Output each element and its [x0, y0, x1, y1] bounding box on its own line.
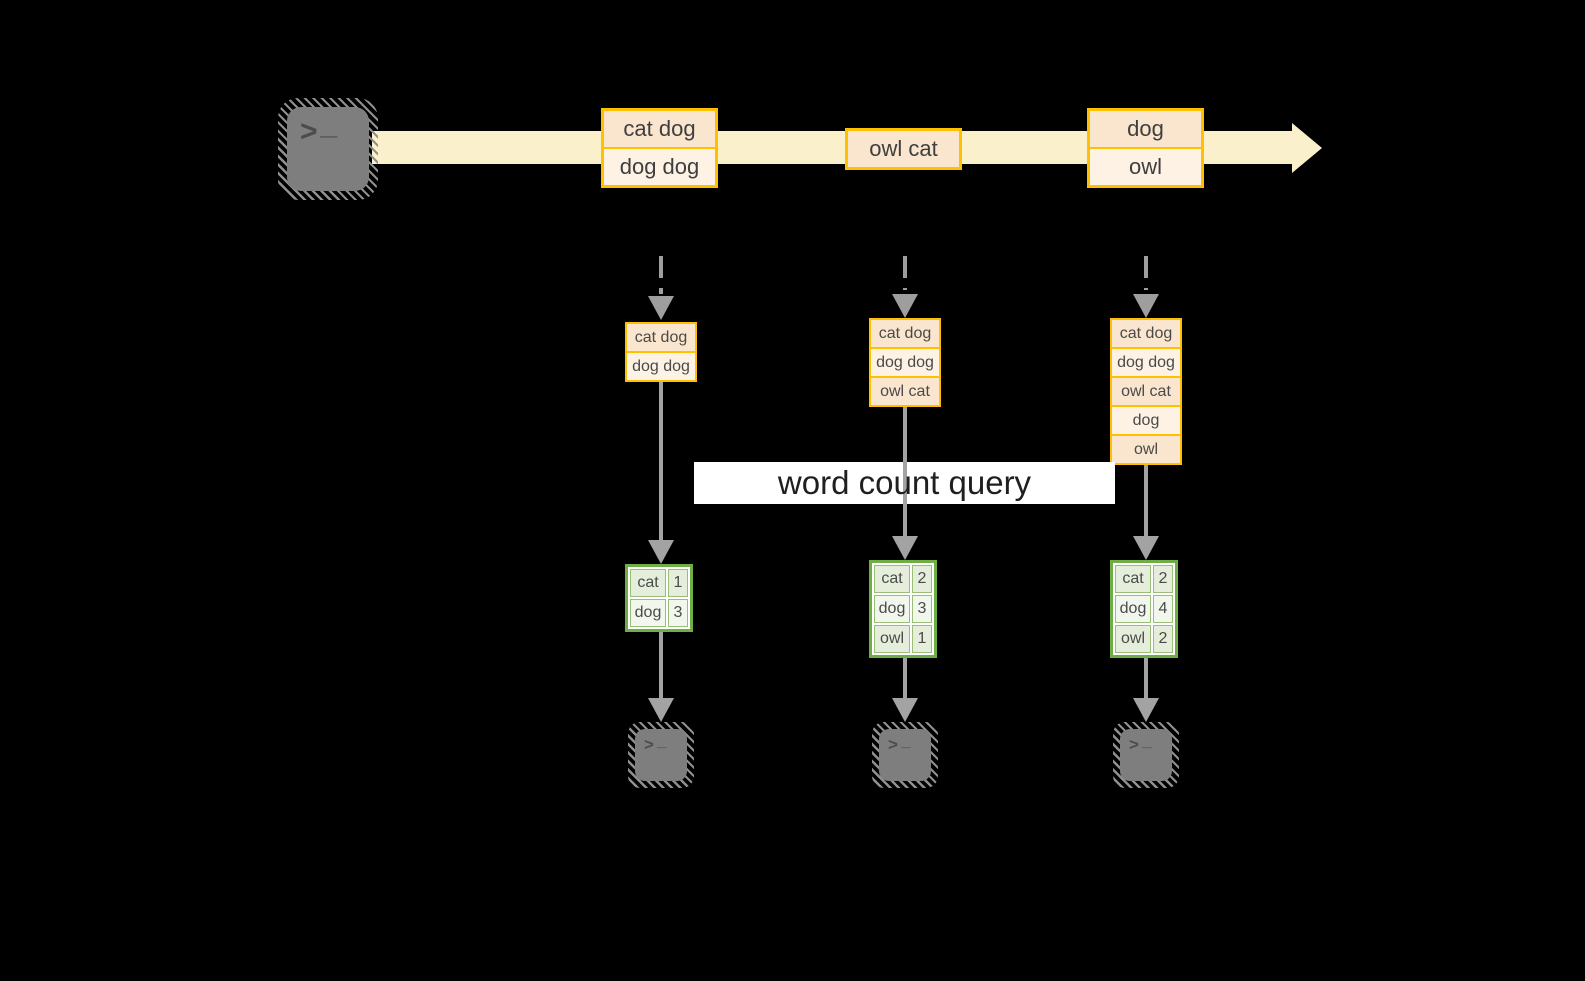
sink-terminal-icon-2: >_	[872, 722, 938, 788]
connector-arrow	[1133, 465, 1159, 560]
count-word-cell: owl	[1115, 625, 1151, 653]
terminal-prompt: >_	[287, 107, 337, 147]
terminal-chevron-icon: >	[1129, 735, 1139, 754]
count-value-cell: 1	[668, 569, 688, 597]
count-value-cell: 2	[912, 565, 932, 593]
buffer-row: dog dog	[627, 353, 695, 380]
event-box-1: cat dog dog dog	[601, 108, 718, 188]
buffer-row: owl cat	[871, 378, 939, 405]
connector-arrow	[648, 382, 674, 564]
count-table-2: cat 2 dog 3 owl 1	[869, 560, 937, 658]
terminal-chevron-icon: >	[644, 735, 654, 754]
buffer-stack-3: cat dog dog dog owl cat dog owl	[1110, 318, 1182, 465]
dashed-down-arrow	[892, 256, 918, 318]
event-box-3: dog owl	[1087, 108, 1204, 188]
buffer-row: cat dog	[1112, 320, 1180, 347]
terminal-prompt: >_	[1120, 729, 1151, 755]
count-word-cell: owl	[874, 625, 910, 653]
word-count-query-label: word count query	[777, 464, 1032, 501]
terminal-prompt: >_	[879, 729, 910, 755]
count-value-cell: 3	[912, 595, 932, 623]
connector-arrow	[648, 632, 674, 722]
event-box-2: owl cat	[845, 128, 962, 170]
count-value-cell: 2	[1153, 565, 1173, 593]
count-word-cell: cat	[874, 565, 910, 593]
count-word-cell: cat	[630, 569, 666, 597]
sink-terminal-icon-3: >_	[1113, 722, 1179, 788]
count-table-3: cat 2 dog 4 owl 2	[1110, 560, 1178, 658]
stream-source-terminal-icon: >_	[278, 98, 378, 200]
terminal-underscore-icon: _	[1141, 731, 1152, 750]
event-row: cat dog	[604, 111, 715, 147]
connector-arrow	[892, 407, 918, 560]
event-row: owl cat	[848, 131, 959, 167]
buffer-row: cat dog	[627, 324, 695, 351]
buffer-row: cat dog	[871, 320, 939, 347]
count-word-cell: cat	[1115, 565, 1151, 593]
terminal-icon-body: >_	[635, 729, 687, 781]
stream-arrowhead-icon	[1292, 123, 1322, 173]
terminal-prompt: >_	[635, 729, 666, 755]
dashed-down-arrow	[1133, 256, 1159, 318]
buffer-row: dog	[1112, 407, 1180, 434]
count-word-cell: dog	[630, 599, 666, 627]
event-row: dog dog	[604, 149, 715, 185]
terminal-chevron-icon: >	[888, 735, 898, 754]
terminal-underscore-icon: _	[900, 731, 911, 750]
terminal-icon-body: >_	[1120, 729, 1172, 781]
buffer-row: owl cat	[1112, 378, 1180, 405]
buffer-stack-2: cat dog dog dog owl cat	[869, 318, 941, 407]
connector-arrow	[1133, 658, 1159, 722]
dashed-down-arrow	[648, 256, 674, 320]
count-value-cell: 2	[1153, 625, 1173, 653]
count-word-cell: dog	[1115, 595, 1151, 623]
buffer-row: dog dog	[871, 349, 939, 376]
count-value-cell: 3	[668, 599, 688, 627]
connector-arrow	[892, 658, 918, 722]
event-row: owl	[1090, 149, 1201, 185]
terminal-icon-body: >_	[879, 729, 931, 781]
buffer-row: owl	[1112, 436, 1180, 463]
buffer-stack-1: cat dog dog dog	[625, 322, 697, 382]
terminal-underscore-icon: _	[656, 731, 667, 750]
count-table-1: cat 1 dog 3	[625, 564, 693, 632]
count-value-cell: 1	[912, 625, 932, 653]
terminal-icon-body: >_	[287, 107, 369, 191]
event-row: dog	[1090, 111, 1201, 147]
sink-terminal-icon-1: >_	[628, 722, 694, 788]
count-word-cell: dog	[874, 595, 910, 623]
terminal-underscore-icon: _	[320, 108, 338, 141]
count-value-cell: 4	[1153, 595, 1173, 623]
terminal-chevron-icon: >	[300, 115, 318, 148]
buffer-row: dog dog	[1112, 349, 1180, 376]
